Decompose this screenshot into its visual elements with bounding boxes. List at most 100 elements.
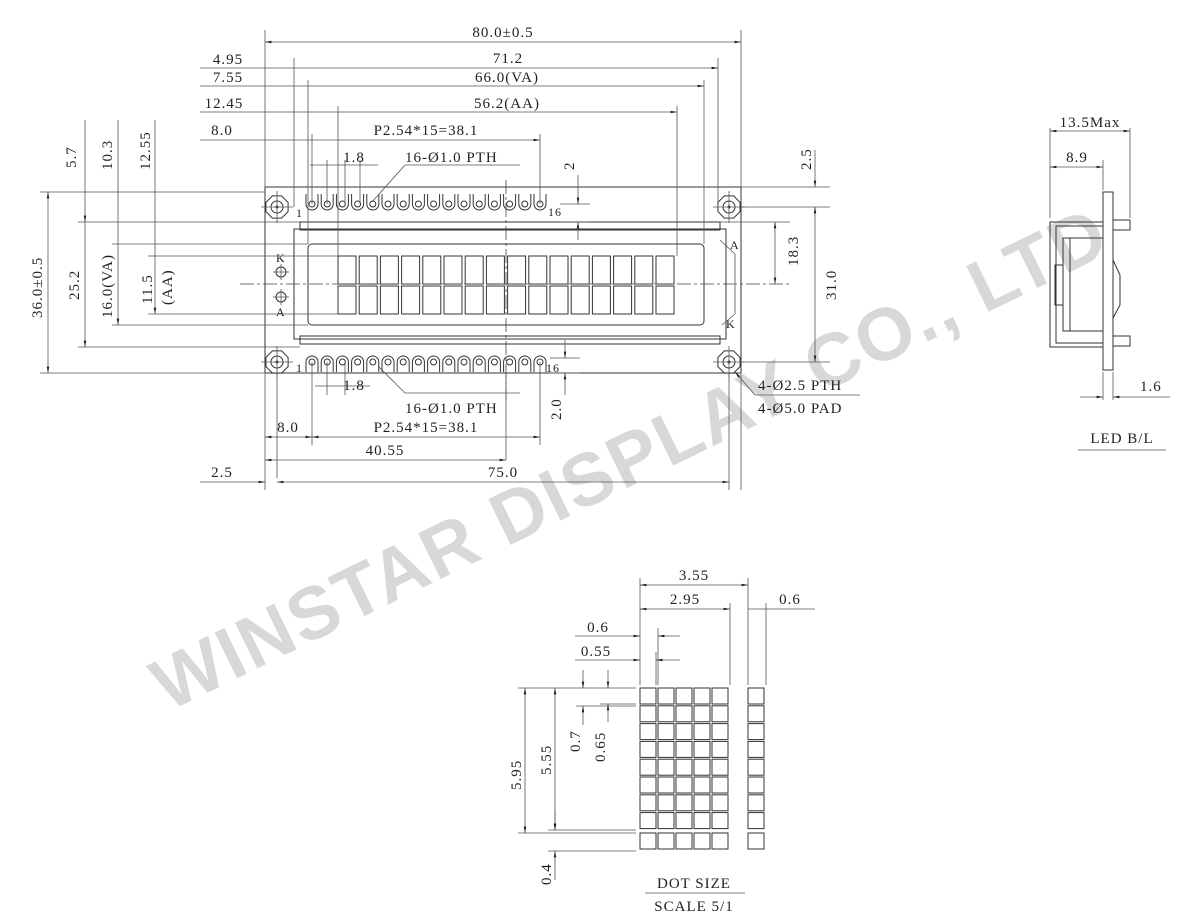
dim-va-height: 16.0(VA) [100,254,116,318]
dot [711,705,729,723]
front-view: K A A K 1 16 1 16 80.0±0.5 71.2 66.0(VA)… [30,25,860,490]
dim-pin-holes-top: 16-Ø1.0 PTH [405,150,498,166]
pin-pad [487,355,501,372]
char-cell [337,285,357,315]
pcb-outline [264,186,742,374]
dot-matrix [639,687,765,850]
dim-offset-5-7: 5.7 [64,146,80,168]
char-cell [422,285,442,315]
dim-hole-span: 71.2 [493,51,523,67]
next-char-dot [747,812,765,830]
dot [639,740,657,758]
dim-aa-height: 11.5 [140,274,156,304]
char-cell [337,255,357,285]
next-char-dot [747,723,765,741]
dim-pin-pitch-top: P2.54*15=38.1 [374,123,479,139]
pin-pad [457,194,471,211]
pin-pad [335,355,349,372]
dim-center-right: 18.3 [786,236,802,266]
dim-char-total-width: 3.55 [679,568,709,584]
bezel-top-rail [299,221,721,231]
led-a-label-right: A [730,238,740,252]
dim-top-edge: 2.5 [799,148,815,170]
char-cell [634,285,654,315]
led-a-pad [273,289,289,305]
dot [675,794,693,812]
pins-bottom [305,355,547,372]
led-a-label: A [276,305,286,319]
dot [675,758,693,776]
next-char-dot [747,776,765,794]
dim-bezel-height: 25.2 [67,270,83,300]
dim-max-thickness: 13.5Max [1060,115,1121,131]
dot [711,812,729,830]
pins-top [305,194,547,211]
next-char-dot [747,740,765,758]
dot [639,832,657,850]
dot [639,723,657,741]
pin-pad [472,355,486,372]
dot-size-title: DOT SIZE [657,876,731,892]
pin-pad [366,355,380,372]
char-cell [528,255,548,285]
dim-offset-10-3: 10.3 [100,140,116,170]
dim-depth: 8.9 [1066,150,1088,166]
pin-pad [472,194,486,211]
dot [711,758,729,776]
pin-pad [487,194,501,211]
pin-pad [396,355,410,372]
char-cell [443,255,463,285]
char-cell [358,255,378,285]
dot [639,687,657,705]
mount-hole-pad: 4-Ø5.0 PAD [758,401,842,417]
dim-dot-width: 0.55 [581,644,611,660]
character-grid [337,255,675,315]
dot [657,758,675,776]
pin-pad [351,194,365,211]
char-cell [401,255,421,285]
dot [693,687,711,705]
dim-pin-offset-bottom: 8.0 [277,420,299,436]
dot [693,758,711,776]
char-cell [422,255,442,285]
dot [675,687,693,705]
char-cell [613,255,633,285]
pin-pad [503,194,517,211]
char-cell [485,285,505,315]
dim-hole-span-bottom: 75.0 [488,465,518,481]
dim-offset-hole: 4.95 [213,52,243,68]
dim-center-bottom: 40.55 [366,443,405,459]
pin-pad [442,355,456,372]
dot-size-view: 3.55 2.95 0.6 0.6 0.55 5.95 5.55 0.7 0.6… [509,568,815,915]
side-view: 13.5Max 8.9 1.6 LED B/L [1049,115,1170,451]
dim-char-height: 5.55 [539,745,555,775]
dim-dot-pitch-x: 0.6 [587,620,609,636]
char-cell [401,285,421,315]
dot [657,794,675,812]
dot [675,812,693,830]
pin-pad [518,355,532,372]
dim-char-width: 2.95 [670,592,700,608]
mount-hole-pth: 4-Ø2.5 PTH [758,378,842,394]
dim-pcb-thickness: 1.6 [1140,379,1162,395]
char-cell [379,255,399,285]
char-cell [549,255,569,285]
char-cell [507,255,527,285]
pin-pad [396,194,410,211]
mounting-hole [713,346,745,378]
pin16-label-top: 16 [548,205,562,219]
dot [675,723,693,741]
led-k-pad [273,264,289,280]
dot [639,758,657,776]
dim-offset-12-55: 12.55 [138,131,154,170]
dot [675,740,693,758]
dim-va-width: 66.0(VA) [475,70,539,86]
char-cell [591,255,611,285]
pin-pad [518,194,532,211]
pin-pad [503,355,517,372]
pin16-label-bottom: 16 [546,361,560,375]
next-char-dot [747,794,765,812]
dim-aa-width: 56.2(AA) [474,96,540,112]
